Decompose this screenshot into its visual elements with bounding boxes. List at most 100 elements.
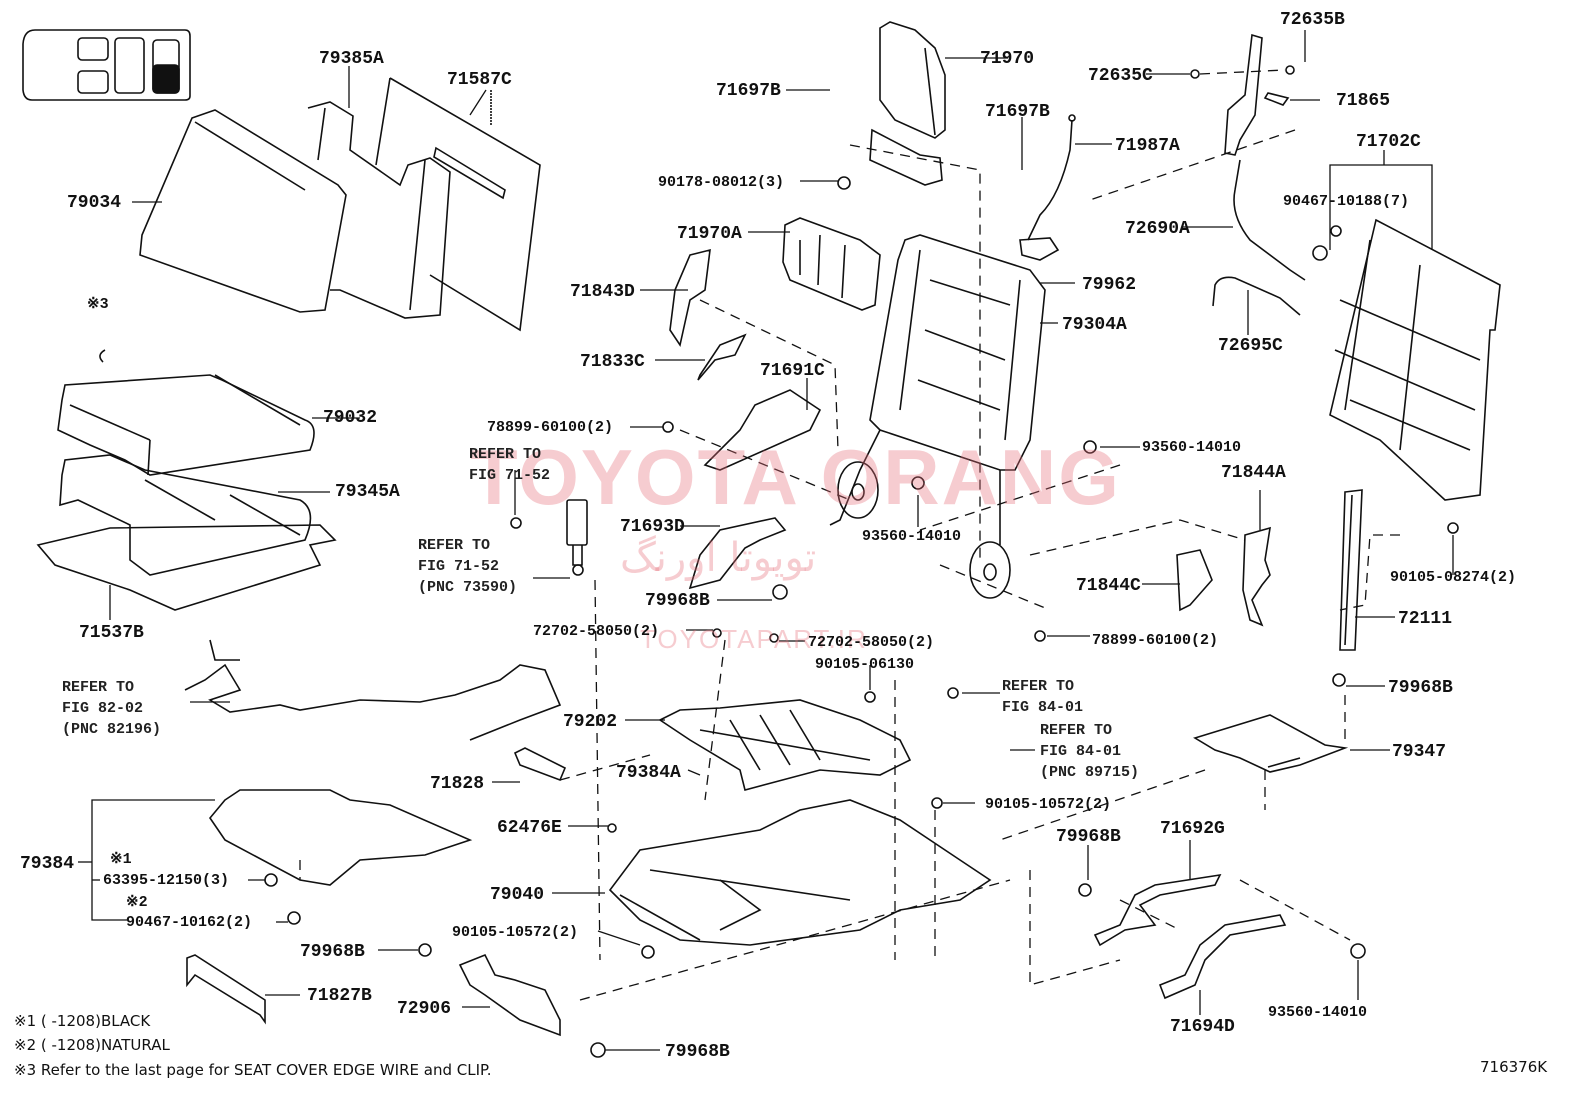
bracket-71828	[515, 748, 565, 780]
cushion-mat-71537B	[38, 525, 335, 610]
part-label-71844C[interactable]: 71844C	[1076, 576, 1141, 596]
part-label-79384A[interactable]: 79384A	[616, 763, 681, 783]
footnote-1: ※1 ( -1208)BLACK	[14, 1012, 151, 1030]
part-label-71987A[interactable]: 71987A	[1115, 136, 1180, 156]
headrest-71970	[870, 22, 945, 185]
part-label-71844A[interactable]: 71844A	[1221, 463, 1286, 483]
part-label-90105-10572-lower[interactable]: 90105-10572(2)	[452, 924, 579, 941]
reference-fig-71-52[interactable]: REFER TO FIG 71-52	[469, 446, 551, 484]
part-label-71691C[interactable]: 71691C	[760, 361, 825, 381]
bolt-icon	[931, 797, 943, 809]
seatback-board-71587C	[376, 78, 540, 330]
bolt-icon	[864, 691, 876, 703]
part-label-71587C[interactable]: 71587C	[447, 70, 512, 90]
part-label-71828[interactable]: 71828	[430, 774, 485, 794]
part-label-71694D[interactable]: 71694D	[1170, 1017, 1235, 1037]
part-label-90105-10572-upper[interactable]: 90105-10572(2)	[985, 796, 1112, 813]
part-label-72111[interactable]: 72111	[1398, 609, 1453, 629]
edge-clip-icon	[100, 350, 105, 362]
seatback-cover-79034	[140, 110, 346, 312]
part-label-79968B-upper[interactable]: 79968B	[645, 591, 710, 611]
cover-72906	[460, 955, 560, 1035]
cover-71844A	[1243, 528, 1270, 625]
reference-fig-82-02-pnc-82196[interactable]: REFER TO FIG 82-02 (PNC 82196)	[62, 679, 162, 738]
part-label-90105-08274[interactable]: 90105-08274(2)	[1390, 569, 1517, 586]
part-label-71970A[interactable]: 71970A	[677, 224, 742, 244]
reference-fig-84-01-pnc-89715[interactable]: REFER TO FIG 84-01 (PNC 89715)	[1040, 722, 1140, 781]
part-label-78899-60100-upper[interactable]: 78899-60100(2)	[487, 419, 614, 436]
part-label-79962[interactable]: 79962	[1082, 275, 1137, 295]
part-label-79347[interactable]: 79347	[1392, 742, 1447, 762]
part-label-79034[interactable]: 79034	[67, 193, 122, 213]
cushion-frame-79202	[660, 700, 910, 790]
part-label-71865[interactable]: 71865	[1336, 91, 1391, 111]
part-label-71692G[interactable]: 71692G	[1160, 819, 1225, 839]
part-label-79040[interactable]: 79040	[490, 885, 545, 905]
tray-79347	[1195, 715, 1345, 772]
part-label-72635B[interactable]: 72635B	[1280, 10, 1345, 30]
part-label-72702-58050-left[interactable]: 72702-58050(2)	[533, 623, 660, 640]
part-label-72702-58050-right[interactable]: 72702-58050(2)	[808, 634, 935, 651]
part-label-72635C[interactable]: 72635C	[1088, 66, 1153, 86]
cable-72690A	[1234, 160, 1305, 280]
part-label-93560-14010-upper[interactable]: 93560-14010	[1142, 439, 1242, 456]
clip-icon	[287, 911, 301, 925]
part-label-63395-12150[interactable]: 63395-12150(3)	[103, 872, 230, 889]
seatback-pad-79385A	[308, 102, 450, 318]
clip-icon	[590, 1042, 606, 1058]
part-label-90467-10188[interactable]: 90467-10188(7)	[1283, 193, 1410, 210]
watermark-brand: TOYOTA ORANG	[470, 433, 1121, 521]
seatbelt-buckle	[510, 500, 587, 576]
seat-locator-icon	[23, 30, 190, 100]
part-label-93560-14010-lower[interactable]: 93560-14010	[1268, 1004, 1368, 1021]
part-label-71537B[interactable]: 71537B	[79, 623, 144, 643]
part-label-71970[interactable]: 71970	[980, 49, 1035, 69]
part-label-79968B-right[interactable]: 79968B	[1388, 678, 1453, 698]
part-label-71697B-right[interactable]: 71697B	[985, 102, 1050, 122]
part-label-71833C[interactable]: 71833C	[580, 352, 645, 372]
part-label-78899-60100-lower[interactable]: 78899-60100(2)	[1092, 632, 1219, 649]
part-label-93560-14010-center[interactable]: 93560-14010	[862, 528, 962, 545]
part-label-79385A[interactable]: 79385A	[319, 49, 384, 69]
part-label-79202[interactable]: 79202	[563, 712, 618, 732]
bolt-icon	[641, 945, 655, 959]
cushion-cover-79032	[58, 375, 314, 475]
bolt-icon	[1447, 522, 1459, 534]
part-label-79032[interactable]: 79032	[323, 408, 378, 428]
part-label-79968B-lower-right[interactable]: 79968B	[1056, 827, 1121, 847]
part-label-90178-08012[interactable]: 90178-08012(3)	[658, 174, 785, 191]
footnote-3: ※3 Refer to the last page for SEAT COVER…	[14, 1061, 492, 1079]
wire-harness	[185, 640, 560, 740]
cover-71844C	[1177, 550, 1212, 610]
part-label-79345A[interactable]: 79345A	[335, 482, 400, 502]
release-lever-assembly	[1190, 35, 1295, 155]
reference-fig-71-52-pnc-73590[interactable]: REFER TO FIG 71-52 (PNC 73590)	[418, 537, 518, 596]
part-label-79304A[interactable]: 79304A	[1062, 315, 1127, 335]
part-label-79384[interactable]: 79384	[20, 854, 75, 874]
part-label-62476E[interactable]: 62476E	[497, 818, 562, 838]
screw-icon	[769, 633, 779, 643]
bolt-icon	[662, 421, 674, 433]
part-label-72690A[interactable]: 72690A	[1125, 219, 1190, 239]
reference-fig-84-01[interactable]: REFER TO FIG 84-01	[1002, 678, 1084, 716]
highlighted-seat-row	[153, 65, 179, 93]
part-label-90105-06130[interactable]: 90105-06130	[815, 656, 915, 673]
clip-icon	[1332, 673, 1346, 687]
clip-icon	[418, 943, 432, 957]
part-label-79968B-bottom[interactable]: 79968B	[665, 1042, 730, 1062]
part-label-79968B-left[interactable]: 79968B	[300, 942, 365, 962]
part-label-90467-10162[interactable]: 90467-10162(2)	[126, 914, 253, 931]
cover-71833C	[698, 335, 745, 380]
clip-icon	[1078, 883, 1092, 897]
part-label-72906[interactable]: 72906	[397, 999, 452, 1019]
headrest-guide-71970A	[783, 218, 880, 310]
part-label-71843D[interactable]: 71843D	[570, 282, 635, 302]
part-label-71702C[interactable]: 71702C	[1356, 132, 1421, 152]
part-label-71697B-left[interactable]: 71697B	[716, 81, 781, 101]
footnote-2: ※2 ( -1208)NATURAL	[14, 1036, 170, 1054]
part-label-71827B[interactable]: 71827B	[307, 986, 372, 1006]
part-label-72695C[interactable]: 72695C	[1218, 336, 1283, 356]
cover-71693D	[690, 518, 785, 588]
part-label-71693D[interactable]: 71693D	[620, 517, 685, 537]
seat-adjuster-79040	[610, 800, 990, 945]
